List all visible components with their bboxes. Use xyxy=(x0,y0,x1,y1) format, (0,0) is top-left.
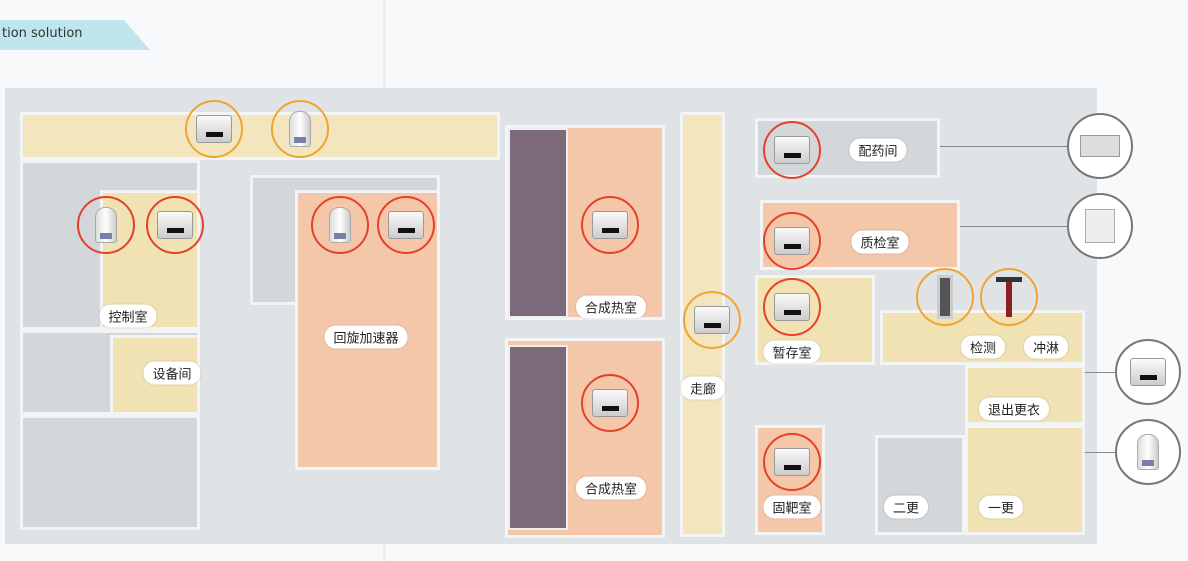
hotcell-units-1 xyxy=(508,128,568,318)
probe-marker[interactable] xyxy=(311,196,369,254)
label-cyclotron: 回旋加速器 xyxy=(324,325,408,349)
label-equipment-room: 设备间 xyxy=(143,361,201,385)
legend-probe-monitor xyxy=(1115,419,1181,485)
portal-monitor-marker[interactable] xyxy=(916,268,974,326)
label-storage: 暂存室 xyxy=(763,340,821,364)
legend-area-monitor xyxy=(1115,339,1181,405)
area-monitor-icon xyxy=(196,115,232,143)
probe-monitor-icon xyxy=(289,111,311,147)
label-first-change: 一更 xyxy=(978,495,1024,519)
room-second-change xyxy=(875,435,965,535)
area-monitor-marker[interactable] xyxy=(763,433,821,491)
legend-rack-monitor xyxy=(1067,113,1133,179)
room-first-change xyxy=(965,425,1085,535)
label-shower: 冲淋 xyxy=(1023,335,1069,359)
probe-monitor-icon xyxy=(1137,434,1159,470)
probe-monitor-icon xyxy=(95,207,117,243)
label-corridor: 走廊 xyxy=(680,376,726,400)
label-dispensing: 配药间 xyxy=(849,138,907,162)
area-monitor-icon xyxy=(1130,358,1166,386)
label-hotcell-1: 合成热室 xyxy=(575,295,647,319)
area-monitor-marker[interactable] xyxy=(581,374,639,432)
area-monitor-icon xyxy=(774,448,810,476)
top-corridor xyxy=(20,112,500,160)
area-monitor-icon xyxy=(388,211,424,239)
label-second-change: 二更 xyxy=(883,495,929,519)
leader-line xyxy=(1085,372,1115,373)
leader-line xyxy=(1085,452,1115,453)
area-monitor-marker[interactable] xyxy=(763,278,821,336)
area-monitor-marker[interactable] xyxy=(763,121,821,179)
rack-monitor-icon xyxy=(1080,135,1120,157)
probe-marker[interactable] xyxy=(77,196,135,254)
room-lower-left xyxy=(20,415,200,530)
label-qc: 质检室 xyxy=(851,230,909,254)
hotcell-units-2 xyxy=(508,345,568,530)
area-monitor-icon xyxy=(157,211,193,239)
hand-foot-monitor-marker[interactable] xyxy=(980,268,1038,326)
area-monitor-marker[interactable] xyxy=(377,196,435,254)
legend-box-monitor xyxy=(1067,193,1133,259)
portal-monitor-icon xyxy=(937,275,953,319)
area-monitor-marker[interactable] xyxy=(683,291,741,349)
label-hotcell-2: 合成热室 xyxy=(575,476,647,500)
area-monitor-marker[interactable] xyxy=(146,196,204,254)
area-monitor-icon xyxy=(694,306,730,334)
leader-line xyxy=(960,226,1067,227)
box-monitor-icon xyxy=(1085,209,1115,243)
area-monitor-icon xyxy=(774,293,810,321)
label-solid-target: 固靶室 xyxy=(763,495,821,519)
area-monitor-marker[interactable] xyxy=(581,196,639,254)
label-exit-change: 退出更衣 xyxy=(978,397,1050,421)
area-monitor-icon xyxy=(774,136,810,164)
section-banner: tion solution xyxy=(0,20,150,50)
hand-foot-monitor-icon xyxy=(996,277,1022,317)
area-monitor-marker[interactable] xyxy=(185,100,243,158)
area-monitor-marker[interactable] xyxy=(763,212,821,270)
banner-text: tion solution xyxy=(2,26,83,41)
area-monitor-icon xyxy=(592,211,628,239)
probe-monitor-icon xyxy=(329,207,351,243)
probe-marker[interactable] xyxy=(271,100,329,158)
label-control-room: 控制室 xyxy=(99,304,157,328)
area-monitor-icon xyxy=(592,389,628,417)
area-monitor-icon xyxy=(774,227,810,255)
leader-line xyxy=(940,146,1067,147)
label-detection: 检测 xyxy=(960,335,1006,359)
